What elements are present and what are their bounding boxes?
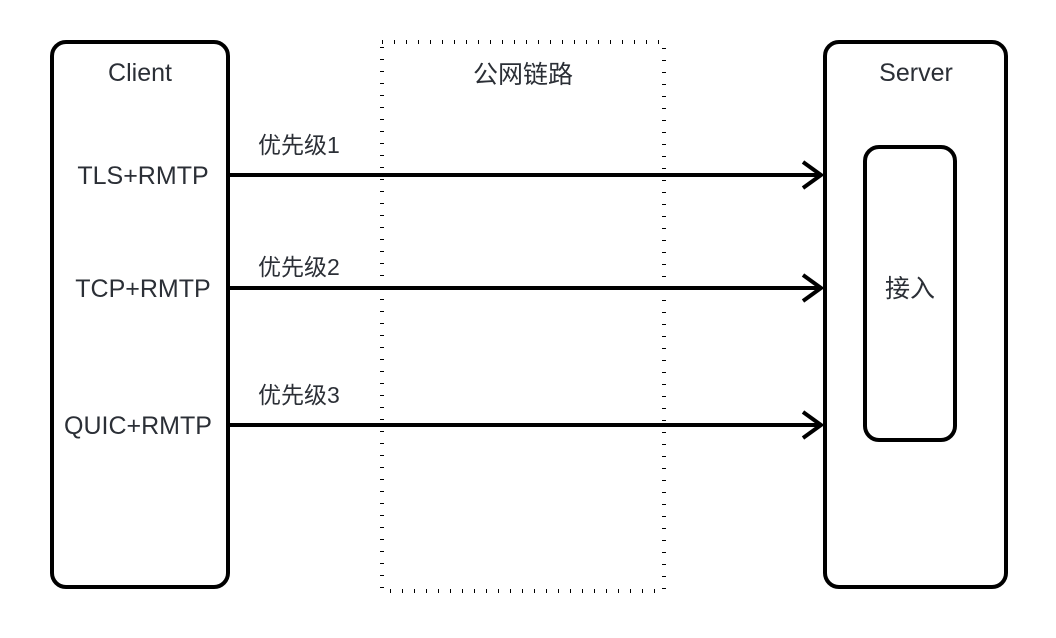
arrow-head-priority-2 <box>801 273 825 303</box>
client-protocol-tcp: TCP+RMTP <box>75 275 210 303</box>
public-network-box <box>380 40 666 593</box>
public-network-label: 公网链路 <box>473 61 573 89</box>
edge-label-priority-1: 优先级1 <box>258 132 340 158</box>
edge-label-priority-3: 优先级3 <box>258 382 340 408</box>
edge-label-priority-2: 优先级2 <box>258 254 340 280</box>
client-title: Client <box>108 59 172 87</box>
arrow-head-priority-1 <box>801 160 825 190</box>
arrow-head-priority-3 <box>801 410 825 440</box>
server-access-label: 接入 <box>885 275 935 303</box>
client-box[interactable] <box>50 40 230 589</box>
server-title: Server <box>879 59 953 87</box>
client-protocol-quic: QUIC+RMTP <box>64 412 212 440</box>
client-protocol-tls: TLS+RMTP <box>77 162 208 190</box>
server-access-box[interactable] <box>863 145 957 442</box>
